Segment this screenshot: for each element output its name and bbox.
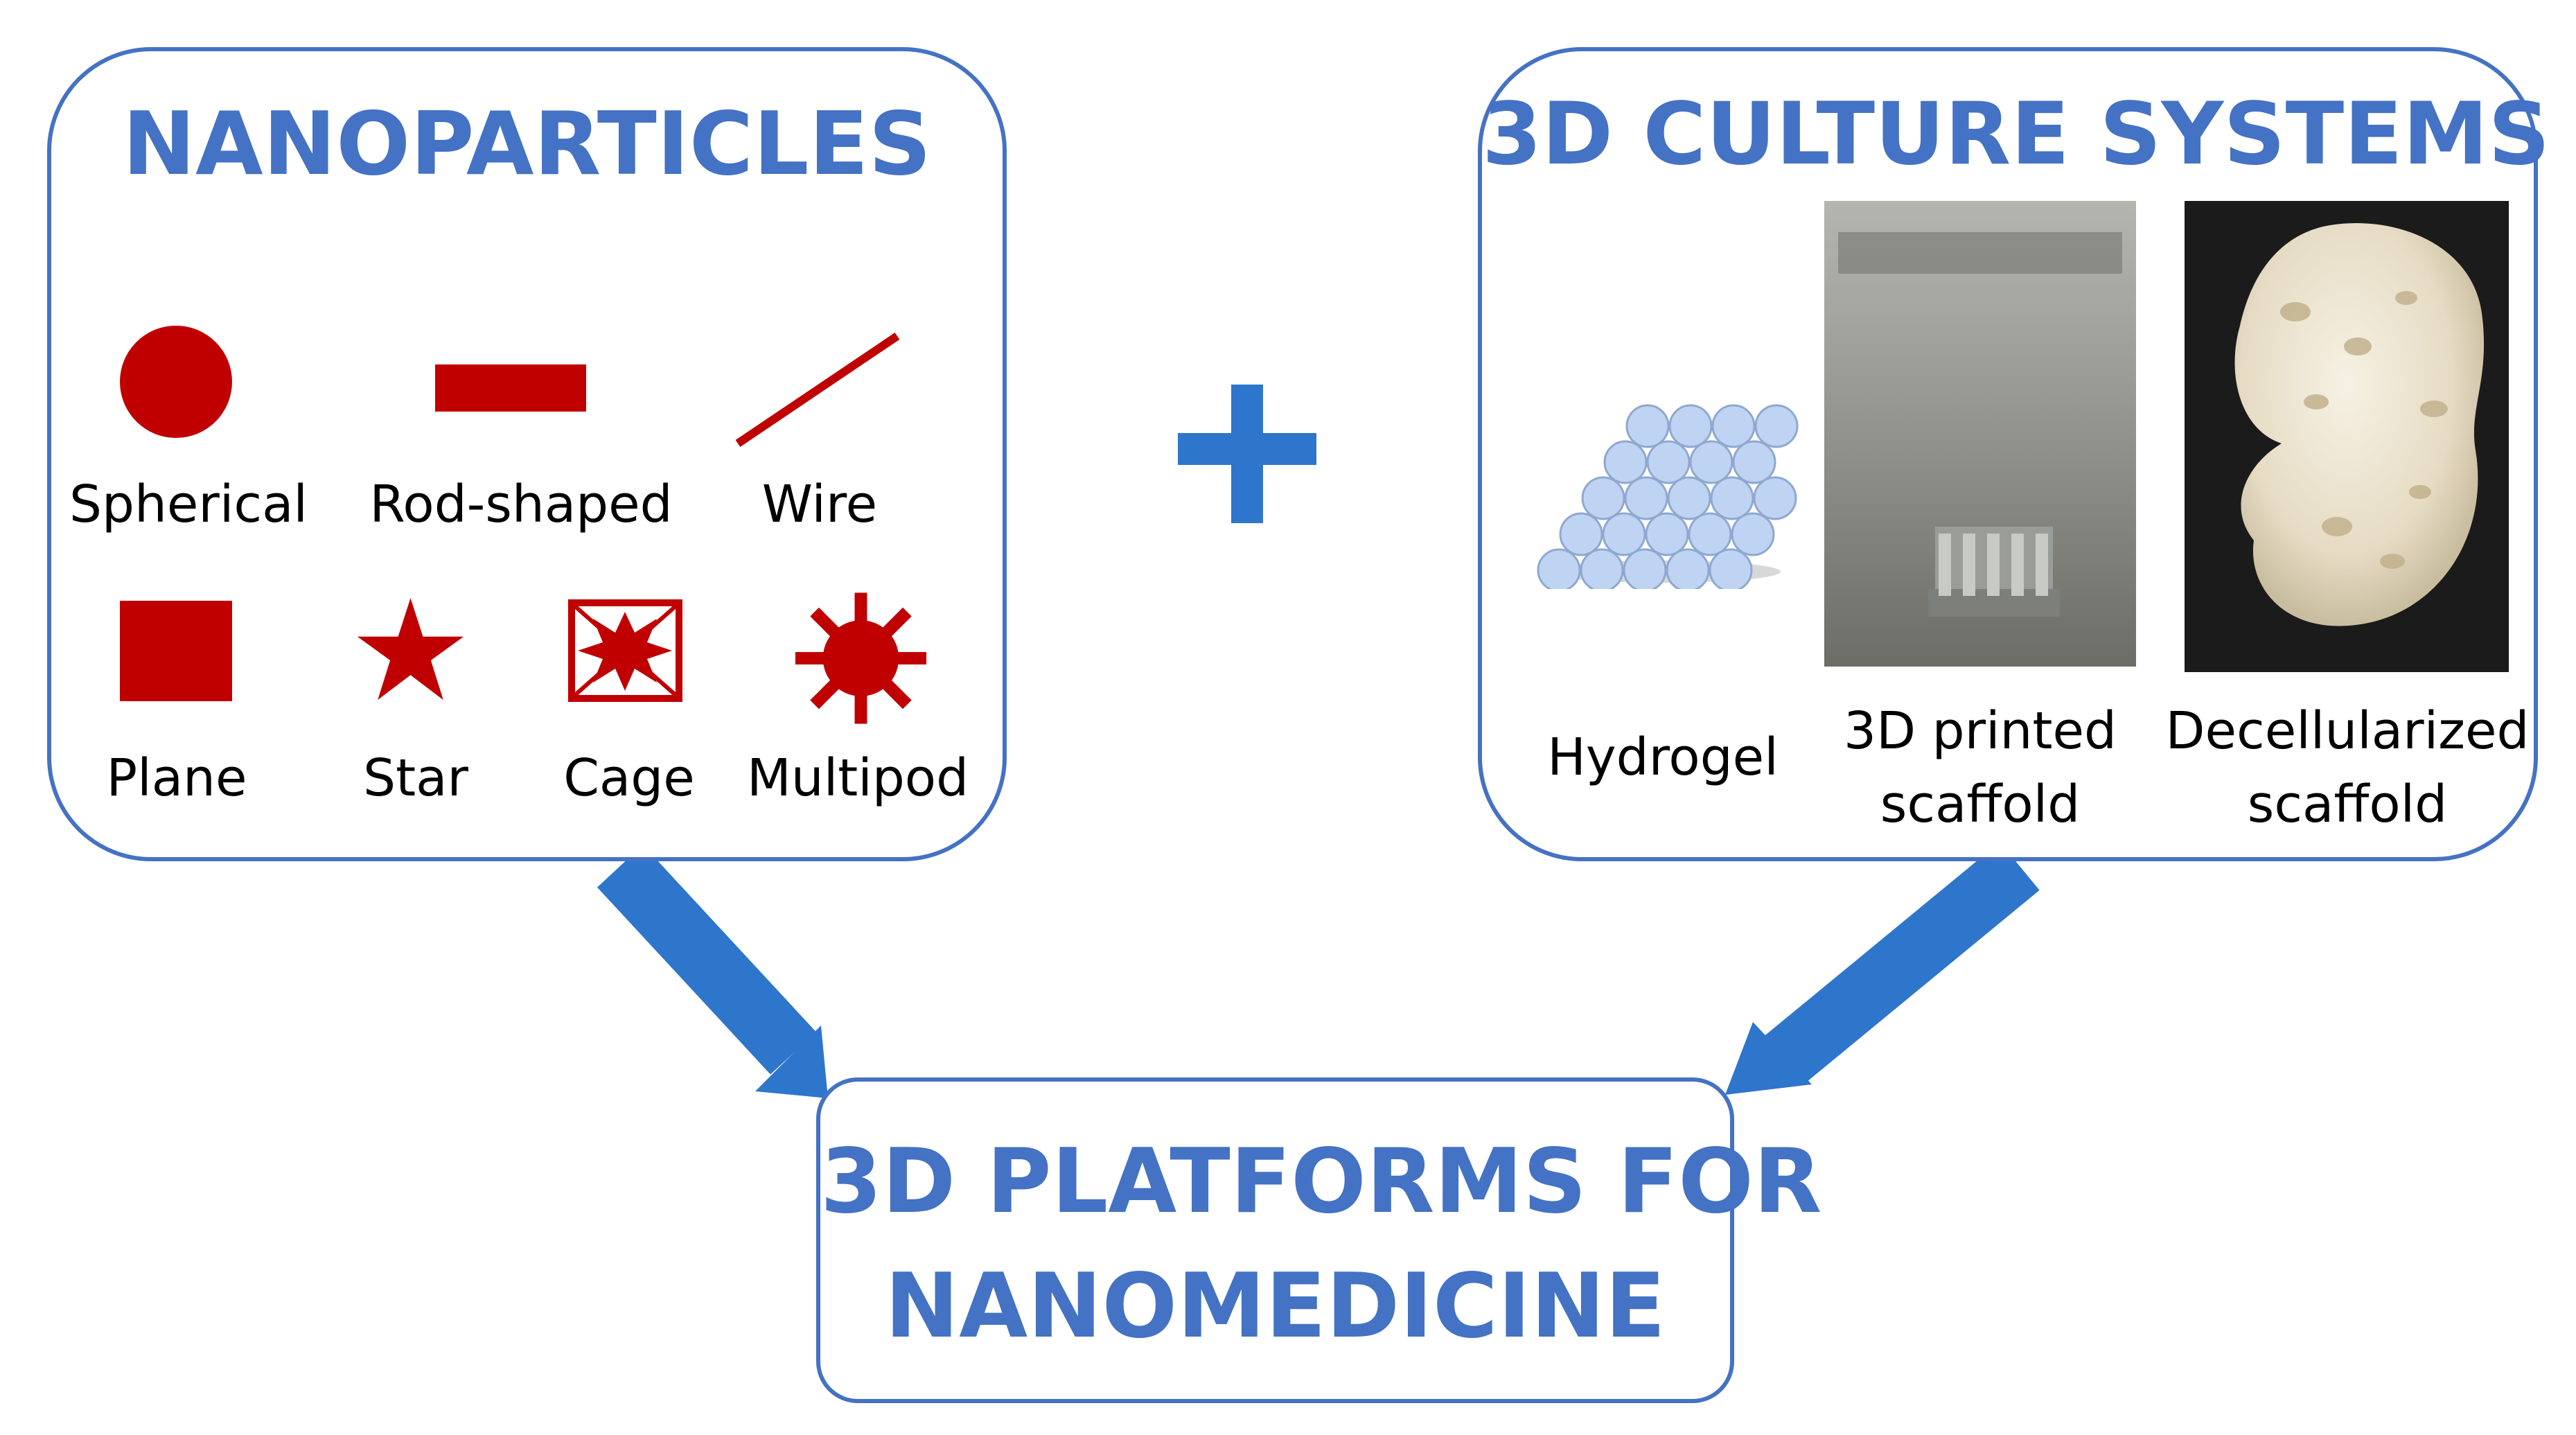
hydrogel-bead bbox=[1753, 476, 1797, 520]
nanoparticles-title: NANOPARTICLES bbox=[122, 93, 932, 195]
label-hydrogel: Hydrogel bbox=[1547, 728, 1779, 787]
label-rod-shaped: Rod-shaped bbox=[369, 475, 673, 534]
printed-scaffold-photo bbox=[1824, 201, 2136, 667]
plus-icon bbox=[1178, 385, 1316, 523]
label-decell-line2: scaffold bbox=[2247, 775, 2448, 834]
hydrogel-bead bbox=[1688, 512, 1732, 556]
hydrogel-bead bbox=[1731, 512, 1775, 556]
hydrogel-bead bbox=[1689, 440, 1733, 484]
label-decell-line1: Decellularized bbox=[2165, 701, 2530, 761]
plane-icon bbox=[120, 601, 232, 701]
star-icon bbox=[357, 598, 464, 701]
cage-icon bbox=[568, 599, 682, 702]
label-spherical: Spherical bbox=[69, 475, 308, 534]
label-star: Star bbox=[363, 748, 468, 808]
hydrogel-bead bbox=[1645, 512, 1689, 556]
nanoparticles-panel: NANOPARTICLES bbox=[47, 47, 1007, 861]
label-wire: Wire bbox=[761, 475, 878, 534]
arrow-nanoparticles-to-platform bbox=[597, 845, 828, 1098]
hydrogel-bead bbox=[1537, 548, 1581, 589]
platforms-box: 3D PLATFORMS FOR NANOMEDICINE bbox=[816, 1077, 1822, 1403]
hydrogel-bead bbox=[1646, 440, 1691, 484]
sphere-icon bbox=[120, 326, 232, 438]
multipod-icon bbox=[795, 592, 927, 724]
hydrogel-bead bbox=[1559, 512, 1603, 556]
hydrogel-bead bbox=[1710, 476, 1754, 520]
hydrogel-bead bbox=[1580, 548, 1624, 589]
platforms-title-line1: 3D PLATFORMS FOR bbox=[820, 1130, 1822, 1233]
hydrogel-bead bbox=[1624, 476, 1668, 520]
hydrogel-bead bbox=[1754, 404, 1799, 448]
hydrogel-bead bbox=[1711, 404, 1756, 448]
hydrogel-icon bbox=[1537, 404, 1799, 589]
hydrogel-bead bbox=[1581, 476, 1625, 520]
culture-systems-title: 3D CULTURE SYSTEMS bbox=[1482, 85, 2550, 184]
label-cage: Cage bbox=[563, 748, 695, 808]
platforms-title-line2: NANOMEDICINE bbox=[885, 1255, 1666, 1358]
hydrogel-bead bbox=[1602, 512, 1646, 556]
hydrogel-bead bbox=[1732, 440, 1776, 484]
label-printed-line1: 3D printed bbox=[1844, 701, 2117, 761]
arrow-culture-to-platform bbox=[1725, 842, 2040, 1095]
wire-icon bbox=[735, 333, 900, 447]
label-multipod: Multipod bbox=[746, 748, 969, 808]
decellularized-scaffold-photo bbox=[2185, 201, 2509, 672]
hydrogel-bead bbox=[1667, 476, 1711, 520]
hydrogel-bead bbox=[1668, 404, 1713, 448]
hydrogel-bead bbox=[1603, 440, 1648, 484]
hydrogel-bead bbox=[1709, 548, 1753, 589]
hydrogel-bead bbox=[1625, 404, 1670, 448]
hydrogel-bead bbox=[1623, 548, 1667, 589]
label-printed-line2: scaffold bbox=[1880, 775, 2081, 834]
hydrogel-bead bbox=[1666, 548, 1710, 589]
label-plane: Plane bbox=[106, 748, 247, 808]
rod-icon bbox=[435, 364, 586, 412]
